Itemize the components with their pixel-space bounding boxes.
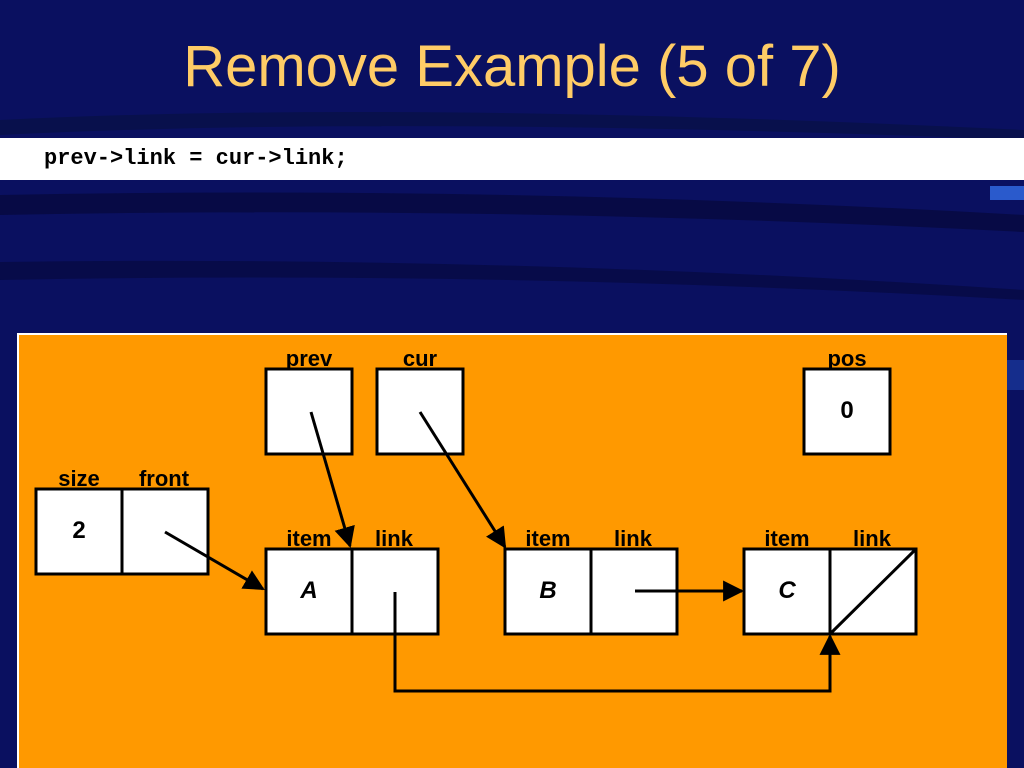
cur-to-b-arrow [418, 411, 507, 549]
node-b-item-label: item [525, 526, 570, 551]
pos-box [802, 367, 892, 456]
cur-box [375, 367, 465, 456]
cur-label: cur [403, 346, 438, 371]
code-statement: prev->link = cur->link; [44, 146, 348, 171]
node-b-link-label: link [614, 526, 653, 551]
size-value: 2 [72, 517, 85, 544]
null-link-slash [828, 547, 918, 636]
a-to-c-arrow [393, 592, 841, 693]
front-to-a-arrow [164, 530, 265, 591]
node-a-value: A [299, 577, 317, 604]
prev-label: prev [286, 346, 333, 371]
diagram-panel: prev cur pos 0 size front 2 item link A … [17, 333, 1007, 768]
node-a-item-label: item [286, 526, 331, 551]
node-c-value: C [778, 577, 796, 604]
size-label: size [58, 466, 100, 491]
code-bar: prev->link = cur->link; [0, 138, 1024, 180]
node-c-link-label: link [853, 526, 892, 551]
pos-value: 0 [840, 397, 853, 424]
front-box [120, 487, 210, 576]
size-box [34, 487, 124, 576]
prev-box [264, 367, 354, 456]
node-a-link-label: link [375, 526, 414, 551]
node-b-value: B [539, 577, 556, 604]
node-c-item-label: item [764, 526, 809, 551]
node-c-item-box [742, 547, 832, 636]
front-label: front [139, 466, 190, 491]
pos-label: pos [827, 346, 866, 371]
linked-list-diagram: prev cur pos 0 size front 2 item link A … [34, 346, 918, 693]
slide-title: Remove Example (5 of 7) [183, 34, 841, 99]
prev-to-a-arrow [309, 411, 355, 549]
